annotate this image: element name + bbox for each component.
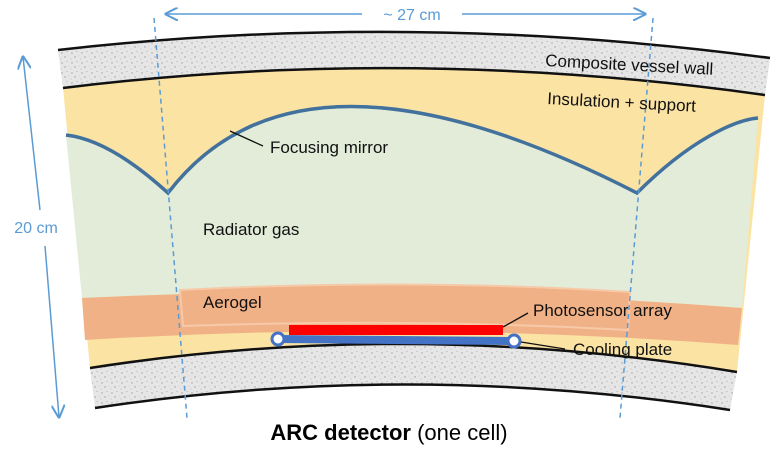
- mirror-leader: [229, 130, 264, 147]
- gas-label: Radiator gas: [203, 220, 299, 239]
- top-vessel-wall: [58, 31, 770, 95]
- focusing-mirror: [65, 104, 759, 196]
- cooling-leader: [520, 341, 566, 350]
- bottom-vessel-wall: [90, 343, 737, 410]
- radiator-gas-region: [66, 106, 758, 308]
- mirror-label: Focusing mirror: [270, 138, 388, 157]
- cell-boundary-left: [153, 17, 188, 419]
- photosensor-label: Photosensor array: [533, 301, 672, 320]
- photosensor-leader: [502, 312, 529, 328]
- cooling-plate: [277, 335, 515, 345]
- height-arrow-up: [23, 57, 41, 211]
- cooling-pipe-left: [270, 331, 286, 347]
- diagram-caption: ARC detector (one cell): [0, 420, 778, 446]
- caption-subtitle: (one cell): [410, 420, 508, 445]
- photosensor-array: [289, 325, 503, 335]
- cell-boundary-right: [619, 17, 654, 419]
- bottom-wall-edge-outer: [94, 383, 731, 412]
- top-wall-edge-outer: [57, 30, 771, 60]
- cooling-pipe-right: [506, 333, 522, 349]
- height-label: 20 cm: [14, 220, 58, 237]
- width-label: ~ 27 cm: [383, 7, 440, 24]
- cooling-label: Cooling plate: [573, 340, 672, 359]
- aerogel-label: Aerogel: [203, 293, 262, 312]
- top-wall-edge-inner: [62, 66, 766, 97]
- caption-title: ARC detector: [270, 420, 411, 445]
- height-arrow-down: [44, 245, 59, 417]
